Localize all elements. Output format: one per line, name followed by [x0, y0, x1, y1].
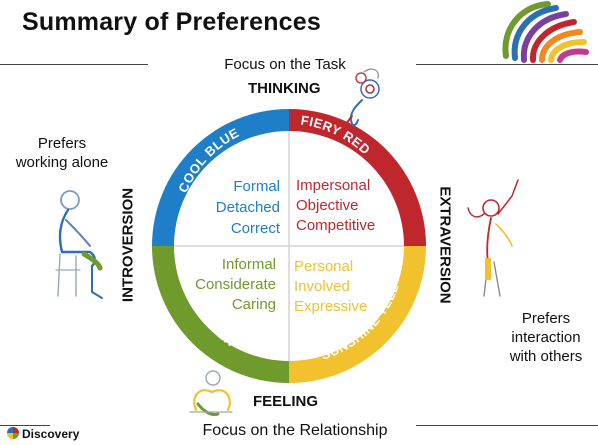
trait-involved: Involved — [294, 278, 350, 295]
traits-cool-blue: Formal Detached Correct — [216, 178, 281, 237]
trait-considerate: Considerate — [195, 276, 276, 293]
bottom-caption: Focus on the Relationship — [202, 422, 388, 439]
right-caption: Prefers interaction with others — [494, 309, 598, 366]
trait-objective: Objective — [296, 197, 359, 214]
axis-feeling: FEELING — [253, 393, 319, 410]
thinking-figure-icon — [345, 68, 380, 127]
trait-correct: Correct — [231, 220, 281, 237]
rainbow-sphere-icon — [502, 1, 589, 63]
top-left-rule — [0, 64, 148, 65]
bottom-right-rule — [416, 425, 598, 426]
trait-caring: Caring — [232, 296, 276, 313]
trait-expressive: Expressive — [294, 298, 367, 315]
right-caption-line-2: interaction — [511, 329, 581, 346]
axis-thinking: THINKING — [248, 80, 321, 97]
ring-cool-blue — [152, 109, 289, 246]
trait-competitive: Competitive — [296, 217, 375, 234]
trait-impersonal: Impersonal — [296, 177, 370, 194]
left-caption-line-2: working alone — [15, 154, 109, 171]
trait-personal: Personal — [294, 258, 353, 275]
traits-earth-green: Informal Considerate Caring — [195, 256, 276, 313]
seated-person-icon — [55, 190, 103, 299]
left-caption: Prefers working alone — [0, 134, 124, 172]
page-title: Summary of Preferences — [22, 8, 321, 36]
ring-fiery-red — [289, 109, 426, 246]
feeling-figure-icon — [189, 370, 233, 416]
discovery-swirl-icon — [7, 427, 19, 439]
trait-formal: Formal — [233, 178, 280, 195]
top-right-rule — [416, 64, 598, 65]
ring-sunshine-yellow — [289, 246, 426, 383]
traits-sunshine-yellow: Personal Involved Expressive — [294, 258, 367, 315]
standing-person-icon — [467, 179, 519, 297]
right-caption-line-1: Prefers — [521, 310, 571, 327]
trait-detached: Detached — [216, 199, 280, 216]
discovery-logo-text: Discovery — [22, 427, 80, 441]
traits-fiery-red: Impersonal Objective Competitive — [296, 177, 375, 234]
right-caption-line-3: with others — [509, 348, 583, 365]
left-caption-line-1: Prefers — [37, 135, 87, 152]
top-caption: Focus on the Task — [224, 56, 346, 73]
ring-earth-green — [152, 246, 289, 383]
bottom-left-rule — [0, 425, 50, 426]
trait-informal: Informal — [222, 256, 276, 273]
